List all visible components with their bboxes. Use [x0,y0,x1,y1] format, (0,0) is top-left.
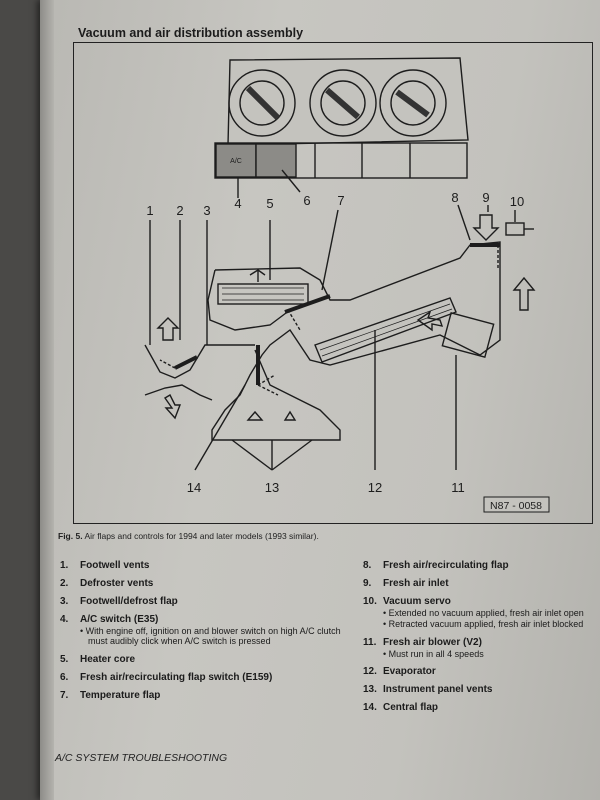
airflow-arrow-inlet [472,214,500,241]
footwell-defrost-flap [174,355,198,370]
diagram-label-9: 9 [482,190,489,205]
legend-text: Central flap [383,702,439,714]
legend-text: Fresh air blower (V2) [383,636,482,648]
diagram-label-6: 6 [303,193,310,208]
legend-text: Fresh air/recirculating flap switch (E15… [80,671,273,683]
legend-number: 11. [363,636,377,648]
switch-strip [214,142,468,179]
legend-number: 14. [363,702,377,714]
diagram-label-14: 14 [187,480,201,495]
legend-item: 2. Defroster vents [60,578,350,589]
legend-item: 11. Fresh air blower (V2)• Must run in al… [363,637,598,659]
section-title: Vacuum and air distribution assembly [78,26,304,40]
temperature-flap [284,294,331,314]
legend-item: 7. Temperature flap [60,690,350,701]
heater-core [217,283,309,305]
evaporator [314,297,457,363]
recirculation-switch [255,143,297,178]
diagram-label-8: 8 [451,190,458,205]
diagram-label-11: 11 [451,480,465,495]
figure-caption: Fig. 5. Air flaps and controls for 1994 … [58,531,319,541]
legend-item: 5. Heater core [60,654,350,665]
ac-switch-label: A/C [230,158,242,165]
legend-text: Footwell vents [80,560,150,571]
legend-number: 12. [363,666,377,678]
airflow-arrow-vents [246,410,297,421]
diagram-label-2: 2 [176,203,183,218]
figure-id: N87 - 0058 [490,500,542,512]
diagram-label-3: 3 [203,203,210,218]
fan-speed-knob [228,69,296,137]
legend-item: 9. Fresh air inlet [363,578,598,589]
figure-id-box [483,496,550,513]
legend-number: 5. [60,653,69,665]
air-housing [211,241,501,441]
diagram-label-4: 4 [234,196,241,211]
page-footer: A/C SYSTEM TROUBLESHOOTING [55,752,228,764]
diagram-label-1: 1 [146,203,153,218]
caption-prefix: Fig. 5. [58,531,83,541]
legend-text: Vacuum servo [383,596,451,607]
legend-item: 14. Central flap [363,702,598,713]
legend-text: A/C switch (E35) [80,614,159,625]
legend-item: 6. Fresh air/recirculating flap switch (E… [60,672,350,683]
legend-text: Instrument panel vents [383,684,493,696]
diagram-label-5: 5 [266,196,273,211]
legend-right-column: 8. Fresh air/recirculating flap 9. Fresh ai… [363,560,598,720]
legend-number: 6. [60,671,69,683]
page-binding-edge [40,0,54,800]
legend-number: 8. [363,560,372,571]
legend-text: Evaporator [383,666,436,678]
legend-item: 13. Instrument panel vents [363,684,598,695]
legend-subnote: • With engine off, ignition on and blowe… [80,626,341,647]
diagram-label-13: 13 [265,480,279,495]
caption-text: Air flaps and controls for 1994 and late… [84,531,319,541]
legend-text: Heater core [80,653,136,665]
legend-number: 9. [363,578,372,589]
legend-item: 1. Footwell vents [60,560,350,571]
legend-text: Fresh air inlet [383,578,449,589]
diagram-label-10: 10 [510,194,524,209]
legend-text: Footwell/defrost flap [80,596,178,607]
legend-number: 3. [60,596,69,607]
legend-number: 10. [363,596,377,607]
diagram-label-12: 12 [368,480,382,495]
legend-subnote: • Retracted vacuum applied, fresh air in… [383,619,584,630]
legend-item: 8. Fresh air/recirculating flap [363,560,598,571]
legend-text: Defroster vents [80,578,154,589]
legend-subnote: • Extended no vacuum applied, fresh air … [383,608,584,618]
legend-text: Fresh air/recirculating flap [383,560,509,571]
fresh-air-blower [441,312,495,358]
airflow-arrow-blower [416,310,444,332]
airflow-arrow-footwell [163,394,182,420]
legend-subnote: • Must run in all 4 speeds [383,648,484,659]
legend-text: Temperature flap [80,689,161,701]
airflow-arrow-recirc [249,269,266,282]
airflow-arrow-defrost [156,317,180,341]
legend-number: 1. [60,560,69,571]
legend-number: 7. [60,689,69,701]
vacuum-servo [505,222,525,236]
legend-number: 13. [363,684,377,696]
legend-item: 4. A/C switch (E35)• With engine off, ign… [60,614,350,647]
temperature-knob [309,69,377,137]
diagram-label-7: 7 [337,193,344,208]
legend-item: 12. Evaporator [363,666,598,677]
distribution-knob [379,69,447,137]
legend-number: 4. [60,614,69,625]
airflow-arrow-fresh [512,276,536,311]
legend-left-column: 1. Footwell vents 2. Defroster vents 3. Footw… [60,560,350,708]
legend-number: 2. [60,578,69,589]
figure-frame [73,42,593,524]
legend-item: 10. Vacuum servo• Extended no vacuum appl… [363,596,598,630]
legend-item: 3. Footwell/defrost flap [60,596,350,607]
